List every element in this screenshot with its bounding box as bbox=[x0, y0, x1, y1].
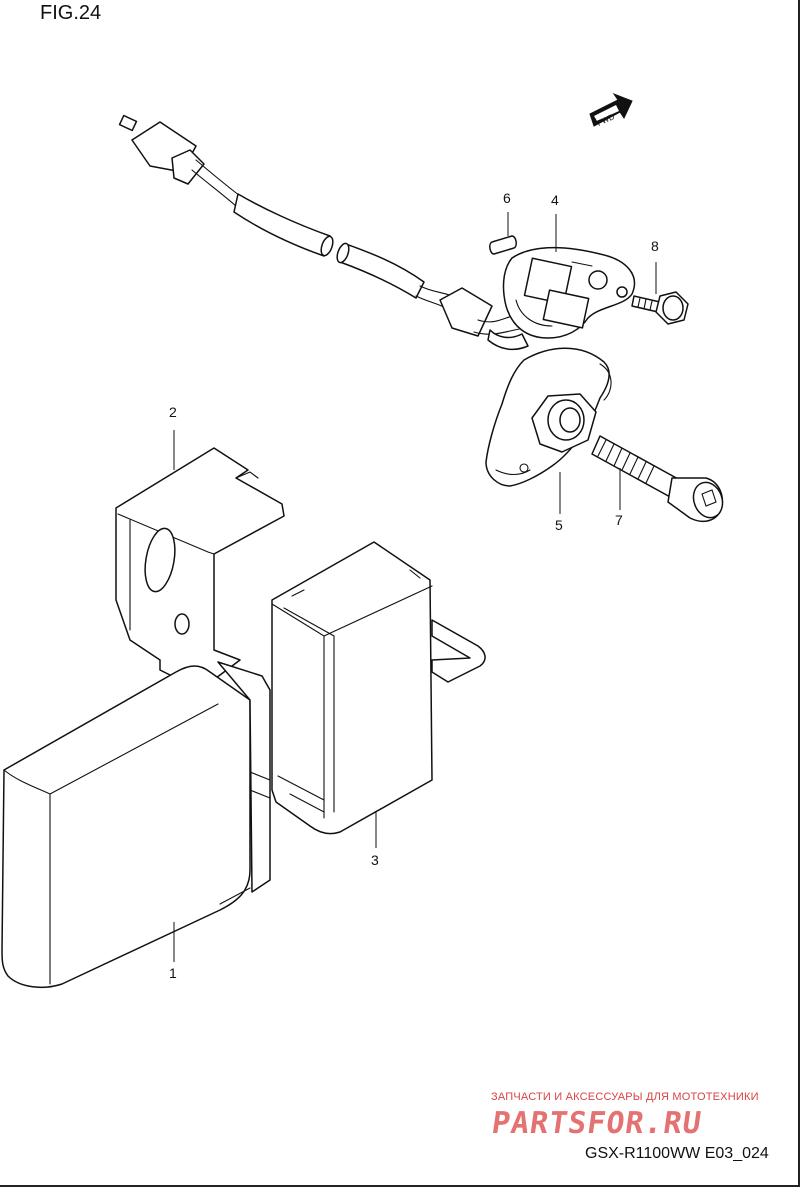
callout-6: 6 bbox=[503, 190, 511, 206]
wire-harness bbox=[118, 114, 529, 351]
page-border-right bbox=[798, 0, 800, 1187]
pin-part-6 bbox=[489, 235, 517, 255]
callout-5: 5 bbox=[555, 517, 563, 533]
callout-1: 1 bbox=[169, 965, 177, 981]
callout-4: 4 bbox=[551, 192, 559, 208]
figure-title: FIG.24 bbox=[40, 2, 102, 24]
control-unit-part-1 bbox=[1, 661, 271, 989]
pickup-coil-part-4 bbox=[502, 246, 636, 339]
bolt-part-8 bbox=[631, 291, 689, 325]
watermark-logo: PARTSFOR.RU bbox=[489, 1106, 705, 1141]
callout-2: 2 bbox=[169, 404, 177, 420]
holder-case-part-3 bbox=[271, 541, 486, 835]
callout-8: 8 bbox=[651, 238, 659, 254]
signal-rotor-part-5 bbox=[485, 347, 612, 487]
bracket-part-2 bbox=[115, 447, 285, 691]
fwd-arrow-icon: FWD bbox=[589, 92, 633, 128]
callout-leaders bbox=[173, 212, 657, 962]
callout-3: 3 bbox=[371, 852, 379, 868]
callout-7: 7 bbox=[615, 512, 623, 528]
page-border-bottom bbox=[0, 1185, 800, 1187]
long-bolt-part-7 bbox=[591, 435, 724, 523]
watermark-tagline: ЗАПЧАСТИ И АКСЕССУАРЫ ДЛЯ МОТОТЕХНИКИ bbox=[491, 1091, 759, 1103]
model-reference-code: GSX-R1100WW E03_024 bbox=[585, 1145, 769, 1162]
